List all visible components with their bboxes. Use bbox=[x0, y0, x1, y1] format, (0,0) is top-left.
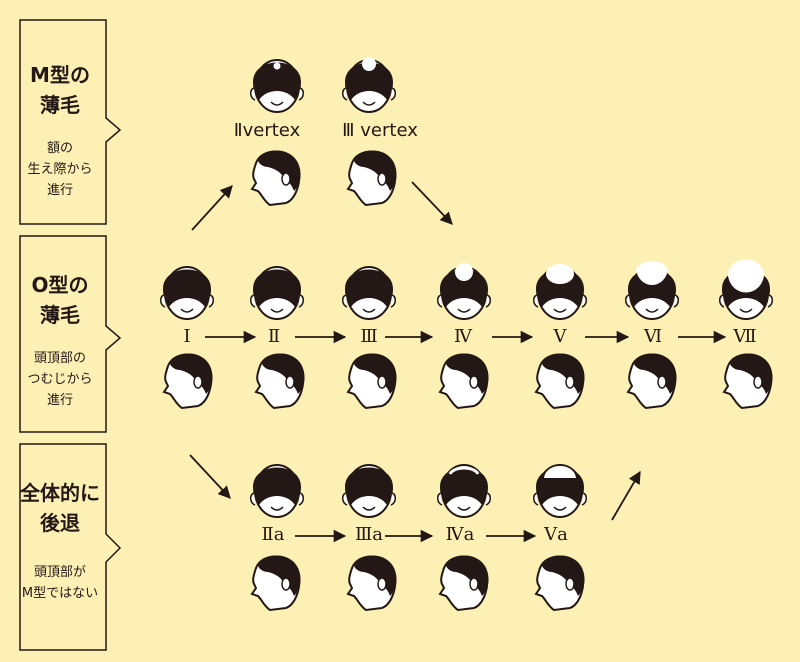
category-title-line2: 薄毛 bbox=[40, 303, 80, 327]
category-desc-line: 頭頂部が bbox=[33, 565, 86, 580]
category-desc-line: 進行 bbox=[46, 183, 73, 198]
category-label-o-type: O型の 薄毛 頭頂部の つむじから 進行 bbox=[0, 270, 120, 411]
category-desc-line: つむじから bbox=[27, 372, 93, 387]
category-title-line1: M型の bbox=[30, 63, 90, 87]
stage-label-vii: Ⅶ bbox=[733, 326, 757, 347]
stage-label-iii-vertex: Ⅲ vertex bbox=[342, 120, 418, 141]
category-desc-line: 頭頂部の bbox=[33, 351, 86, 366]
stage-label-iv-a: Ⅳa bbox=[445, 524, 475, 545]
vertex-heads bbox=[249, 57, 398, 206]
stage-label-v: Ⅴ bbox=[553, 326, 567, 347]
category-title-line2: 後退 bbox=[40, 511, 80, 535]
stage-label-i: Ⅰ bbox=[183, 326, 191, 347]
category-box-m-type bbox=[19, 19, 122, 225]
category-title-line2: 薄毛 bbox=[40, 93, 80, 117]
category-desc-line: 生え際から bbox=[27, 162, 93, 177]
stage-label-iv: Ⅳ bbox=[454, 326, 472, 347]
stage-label-vi: Ⅵ bbox=[643, 326, 663, 347]
progression-arrows bbox=[189, 181, 727, 543]
category-box-overall bbox=[19, 443, 122, 651]
category-title-line1: 全体的に bbox=[20, 481, 100, 505]
category-label-overall: 全体的に 後退 頭頂部が M型ではない bbox=[0, 478, 120, 604]
category-label-m-type: M型の 薄毛 額の 生え際から 進行 bbox=[0, 60, 120, 201]
category-desc-line: 進行 bbox=[46, 393, 73, 408]
stage-label-iii-a: Ⅲa bbox=[354, 524, 384, 545]
category-desc-line: 額の bbox=[46, 141, 73, 156]
category-box-o-type bbox=[19, 235, 122, 433]
stage-label-v-a: Ⅴa bbox=[544, 524, 568, 545]
stage-label-ii-a: Ⅱa bbox=[261, 524, 285, 545]
stage-label-ii: Ⅱ bbox=[267, 326, 281, 347]
category-desc-line: M型ではない bbox=[21, 586, 99, 601]
stage-label-iii: Ⅲ bbox=[360, 326, 378, 347]
a-type-heads bbox=[249, 464, 588, 611]
stage-label-ii-vertex: Ⅱvertex bbox=[233, 120, 301, 141]
category-title-line1: O型の bbox=[31, 273, 89, 297]
main-heads bbox=[159, 259, 774, 409]
